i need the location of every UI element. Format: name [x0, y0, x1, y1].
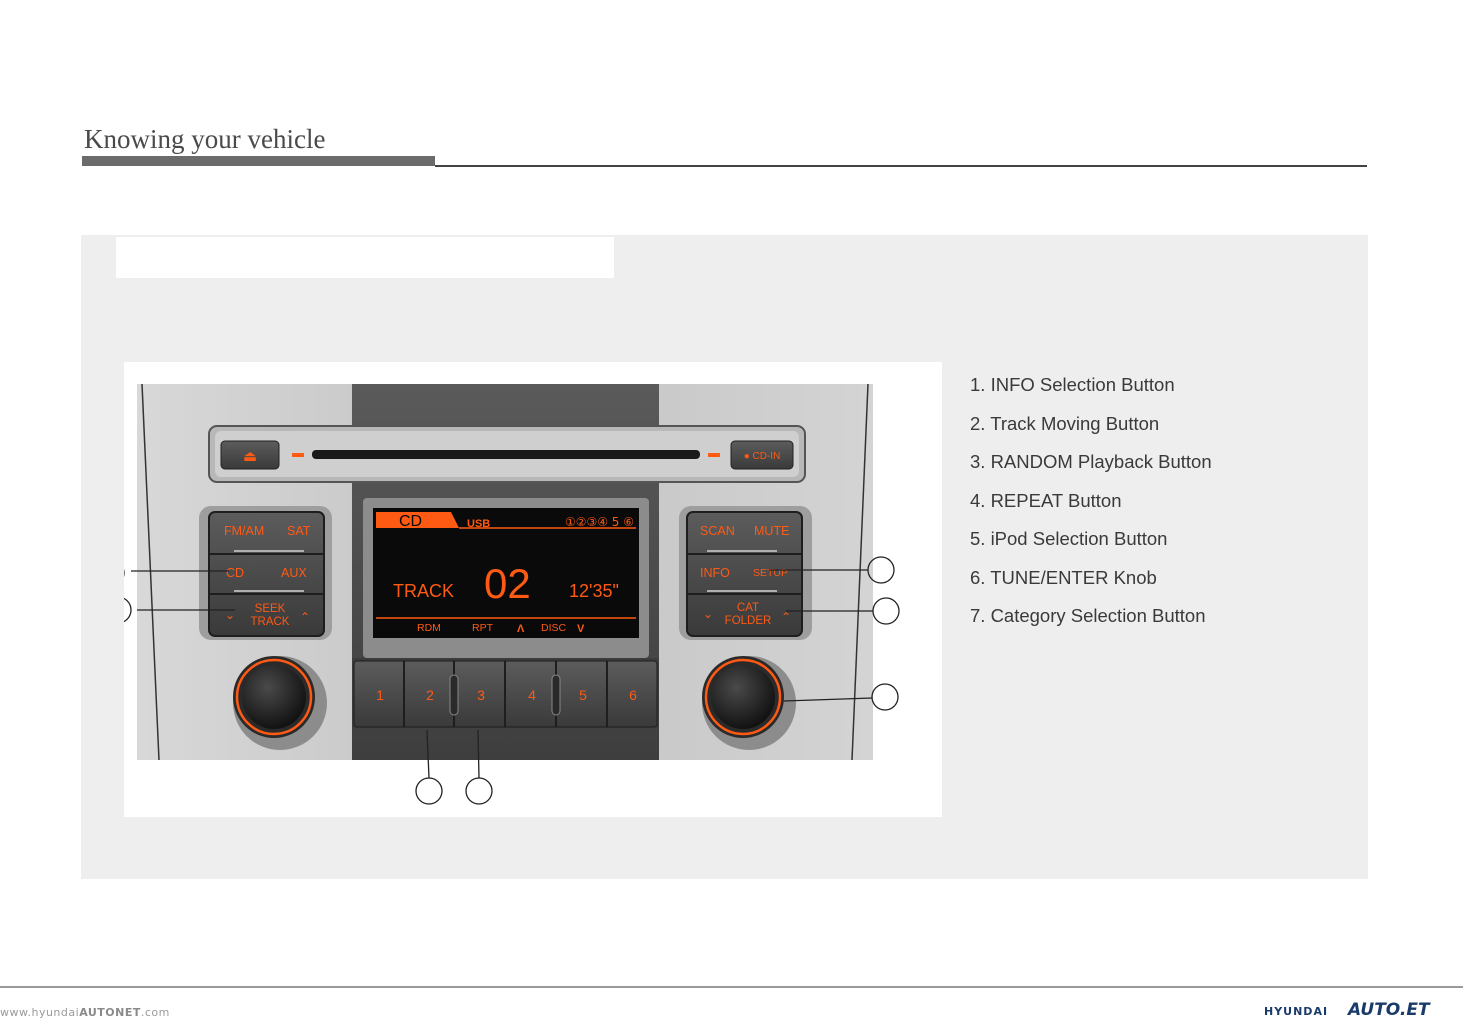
callout-circle	[871, 683, 899, 711]
preset-button-bar	[352, 658, 659, 728]
header-divider	[435, 165, 1367, 167]
left-button-cluster	[199, 506, 332, 640]
svg-text:INFO: INFO	[700, 566, 730, 580]
display-rdm: RDM	[417, 622, 441, 634]
callout-circle	[415, 777, 443, 805]
audio-unit-figure: ⏏ ● CD-IN FM/AM SAT CD AUX ⌄ SEEK	[97, 362, 942, 817]
callout-circle	[465, 777, 493, 805]
eject-button[interactable]: ⏏	[220, 440, 280, 470]
footer-divider	[0, 986, 1463, 988]
svg-text:SCAN: SCAN	[700, 524, 735, 538]
legend-item: 1. INFO Selection Button	[970, 374, 1175, 395]
chevron-up-icon: ⌃	[781, 610, 791, 624]
setup-button[interactable]: SETUP	[753, 567, 788, 579]
preset-button-4[interactable]: 4	[528, 687, 536, 703]
page-title: Knowing your vehicle	[84, 124, 326, 154]
chevron-down-icon: ⌄	[703, 607, 713, 621]
right-button-cluster	[679, 506, 812, 640]
svg-text:SEEK: SEEK	[255, 603, 286, 615]
display-screen: CD USB ①②③④ 5 ⑥ TRACK 02 12'35" RDM RPT …	[363, 498, 649, 658]
legend-item: 3. RANDOM Playback Button	[970, 451, 1212, 472]
preset-button-1[interactable]: 1	[376, 687, 384, 703]
fm-am-button[interactable]: FM/AM	[224, 524, 264, 538]
legend-list: 1. INFO Selection Button 2. Track Moving…	[970, 372, 1212, 642]
up-arrow-icon: Λ	[517, 623, 525, 635]
sat-button[interactable]: SAT	[287, 524, 311, 538]
legend-item: 2. Track Moving Button	[970, 412, 1160, 434]
header-accent-bar	[82, 156, 435, 166]
preset-button-6[interactable]: 6	[629, 687, 637, 703]
cd-button[interactable]: CD	[226, 566, 244, 580]
svg-text:● CD-IN: ● CD-IN	[744, 451, 781, 462]
display-time: 12'35"	[569, 581, 619, 601]
preset-button-2[interactable]: 2	[426, 687, 434, 703]
info-button[interactable]: INFO	[700, 566, 730, 580]
preset-button-3[interactable]: 3	[477, 687, 485, 703]
callout-circle	[104, 596, 132, 624]
svg-text:MUTE: MUTE	[754, 524, 789, 538]
chevron-up-icon: ⌃	[300, 610, 310, 624]
autonet-logo: AUTO.ET	[1348, 1000, 1430, 1020]
callout-circle	[872, 597, 900, 625]
display-disc-indicators: ①②③④ 5 ⑥	[565, 515, 634, 529]
svg-text:1: 1	[376, 687, 384, 703]
aux-button[interactable]: AUX	[281, 566, 307, 580]
svg-text:AUX: AUX	[281, 566, 307, 580]
svg-text:FM/AM: FM/AM	[224, 524, 264, 538]
section-label-box	[116, 237, 614, 278]
down-arrow-icon: V	[577, 623, 585, 635]
eject-icon: ⏏	[243, 447, 257, 465]
legend-item: 5. iPod Selection Button	[970, 528, 1168, 549]
display-source: USB	[467, 518, 490, 530]
tune-enter-knob[interactable]	[702, 656, 796, 750]
svg-text:SAT: SAT	[287, 524, 311, 538]
scan-button[interactable]: SCAN	[700, 524, 735, 538]
svg-text:CAT: CAT	[737, 602, 759, 614]
svg-text:5: 5	[579, 687, 587, 703]
display-disc: DISC	[541, 622, 567, 634]
svg-text:4: 4	[528, 687, 536, 703]
hyundai-logo: HYUNDAI	[1264, 1005, 1329, 1018]
display-track-label: TRACK	[393, 581, 454, 601]
footer-url: www.hyundaiAUTONET.com	[0, 1006, 170, 1019]
volume-knob[interactable]	[233, 656, 327, 750]
svg-text:2: 2	[426, 687, 434, 703]
display-mode: CD	[399, 513, 422, 530]
chevron-down-icon: ⌄	[225, 608, 235, 622]
svg-text:SETUP: SETUP	[753, 567, 788, 579]
svg-text:CD: CD	[226, 566, 244, 580]
svg-text:TRACK: TRACK	[251, 616, 290, 628]
svg-text:3: 3	[477, 687, 485, 703]
display-track-number: 02	[484, 560, 531, 607]
footer-logo: HYUNDAI AUTO.ET	[1262, 1000, 1462, 1022]
audio-unit-illustration: ⏏ ● CD-IN FM/AM SAT CD AUX ⌄ SEEK	[97, 383, 900, 805]
preset-button-5[interactable]: 5	[579, 687, 587, 703]
mute-button[interactable]: MUTE	[754, 524, 789, 538]
seek-track-button[interactable]: ⌄ SEEK TRACK ⌃	[225, 603, 310, 628]
legend-item: 4. REPEAT Button	[970, 489, 1122, 511]
legend-item: 6. TUNE/ENTER Knob	[970, 566, 1157, 588]
cd-in-button[interactable]: ● CD-IN	[730, 440, 794, 470]
legend-item: 7. Category Selection Button	[970, 605, 1206, 626]
cd-slot-strip	[208, 425, 806, 483]
svg-text:FOLDER: FOLDER	[725, 615, 772, 627]
display-rpt: RPT	[472, 622, 494, 634]
svg-text:6: 6	[629, 687, 637, 703]
cat-folder-button[interactable]: ⌄ CAT FOLDER ⌃	[703, 602, 791, 627]
